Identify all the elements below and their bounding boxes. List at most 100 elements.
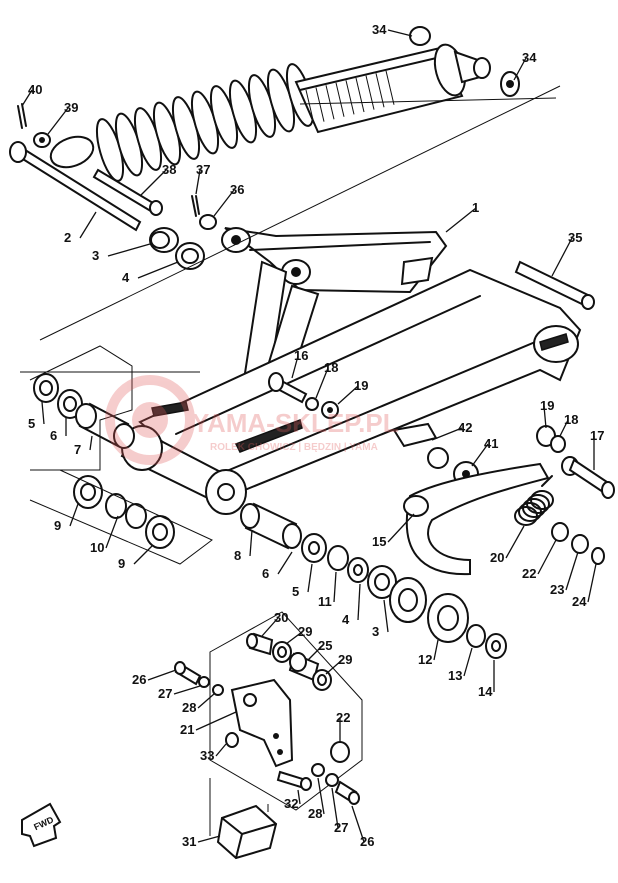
leader-line-32: [297, 789, 301, 805]
leader-line-24: [587, 563, 597, 603]
callout-9a: 9: [54, 518, 61, 533]
callout-27b: 27: [334, 820, 348, 835]
leader-line-8: [249, 529, 253, 557]
callout-22b: 22: [336, 710, 350, 725]
leader-line-11: [333, 571, 337, 603]
leader-line-3a: [107, 243, 151, 257]
callout-28b: 28: [308, 806, 322, 821]
leader-line-16: [291, 355, 299, 379]
leader-line-19a: [337, 385, 359, 405]
leader-line-20: [505, 525, 525, 559]
callout-18b: 18: [564, 412, 578, 427]
callout-3a: 3: [92, 248, 99, 263]
callout-17: 17: [590, 428, 604, 443]
leader-line-34b: [513, 57, 527, 81]
watermark: YAMA-SKLEP.PL ROLEK CHOWICZ | BĘDZIN | Y…: [105, 375, 399, 465]
watermark-brand: YAMA-SKLEP.PL: [192, 408, 399, 438]
shock-absorber: [49, 26, 520, 182]
callout-29b: 29: [338, 652, 352, 667]
leader-line-1: [445, 207, 477, 233]
leader-line-25: [307, 645, 323, 661]
leader-line-30: [261, 617, 279, 637]
leader-line-4a: [137, 261, 179, 279]
leader-line-28a: [197, 693, 215, 709]
callout-41: 41: [484, 436, 498, 451]
callout-7: 7: [74, 442, 81, 457]
leader-line-29b: [325, 659, 343, 675]
callout-26a: 26: [132, 672, 146, 687]
leader-line-7: [89, 435, 93, 451]
leader-line-26a: [147, 669, 177, 681]
callout-31: 31: [182, 834, 196, 849]
callout-15: 15: [372, 534, 386, 549]
callout-34a: 34: [372, 22, 387, 37]
leader-line-29a: [285, 631, 303, 645]
callout-23: 23: [550, 582, 564, 597]
leader-line-15: [387, 513, 415, 543]
leader-line-3b: [383, 599, 389, 633]
leader-line-33: [215, 743, 227, 757]
callout-16: 16: [294, 348, 308, 363]
leader-line-19b: [543, 405, 547, 429]
leader-line-5b: [307, 563, 313, 593]
leader-line-6b: [277, 551, 293, 575]
leader-line-18a: [315, 367, 329, 399]
callout-13: 13: [448, 668, 462, 683]
callout-5a: 5: [28, 416, 35, 431]
leader-line-34a: [387, 29, 413, 37]
callout-19a: 19: [354, 378, 368, 393]
leader-line-31: [197, 835, 221, 843]
leader-line-13: [463, 647, 473, 677]
callout-25: 25: [318, 638, 332, 653]
callout-11: 11: [318, 594, 332, 609]
callout-24: 24: [572, 594, 587, 609]
callout-38: 38: [162, 162, 176, 177]
callout-22a: 22: [522, 566, 536, 581]
callout-8: 8: [234, 548, 241, 563]
leader-line-4b: [357, 583, 361, 621]
leader-line-27b: [331, 787, 339, 829]
callout-39: 39: [64, 100, 78, 115]
callout-26b: 26: [360, 834, 374, 849]
leader-line-21: [195, 711, 237, 731]
callout-5b: 5: [292, 584, 299, 599]
callout-32: 32: [284, 796, 298, 811]
callout-30: 30: [274, 610, 288, 625]
leader-line-37: [195, 169, 201, 195]
leader-line-39: [47, 107, 69, 135]
leader-line-41: [471, 443, 489, 467]
leader-line-28b: [317, 777, 325, 815]
leader-line-26b: [351, 805, 365, 843]
callout-12: 12: [418, 652, 432, 667]
leader-line-18b: [559, 419, 569, 437]
callout-27a: 27: [158, 686, 172, 701]
callout-28a: 28: [182, 700, 196, 715]
callout-33: 33: [200, 748, 214, 763]
leader-line-2: [79, 211, 97, 239]
callout-42: 42: [458, 420, 472, 435]
leader-line-12: [433, 639, 439, 661]
callout-35: 35: [568, 230, 582, 245]
callout-40: 40: [28, 82, 42, 97]
callout-21: 21: [180, 722, 194, 737]
leader-line-38: [139, 169, 167, 197]
callout-36: 36: [230, 182, 244, 197]
callout-2: 2: [64, 230, 71, 245]
callout-6a: 6: [50, 428, 57, 443]
callout-4b: 4: [342, 612, 350, 627]
leader-line-22a: [537, 539, 557, 575]
callout-19b: 19: [540, 398, 554, 413]
callout-20: 20: [490, 550, 504, 565]
leader-line-40: [21, 89, 33, 107]
leader-line-42: [431, 427, 463, 441]
callout-9b: 9: [118, 556, 125, 571]
leader-line-27a: [173, 685, 201, 695]
leader-line-9b: [133, 545, 153, 565]
callout-34b: 34: [522, 50, 537, 65]
leader-line-23: [565, 551, 579, 591]
callout-4a: 4: [122, 270, 130, 285]
leader-line-5a: [41, 401, 45, 425]
leader-line-9a: [69, 503, 79, 527]
